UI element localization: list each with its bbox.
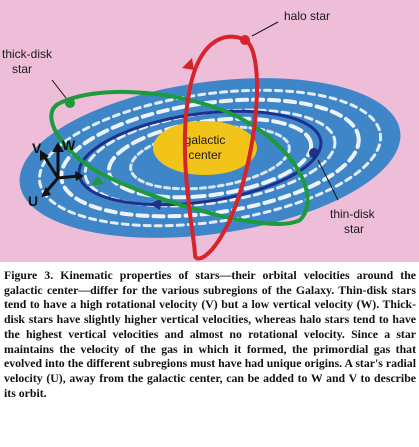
thin-disk-star-label-line2: star (344, 222, 364, 236)
thick-disk-star-label-line2: star (12, 62, 32, 76)
galactic-bulge (153, 121, 257, 175)
axis-v-label: V (32, 140, 42, 156)
figure-caption: Figure 3. Kinematic properties of stars—… (4, 268, 416, 400)
caption-label: Figure 3. (4, 268, 54, 282)
velocity-axes (40, 142, 84, 197)
halo-star (240, 35, 250, 45)
galaxy-kinematics-illustration: galactic center halo star thick-disk sta… (0, 0, 419, 262)
galactic-center-label-line2: center (188, 148, 221, 162)
thick-disk-star-label-line1: thick-disk (2, 47, 53, 61)
halo-star-label: halo star (284, 9, 330, 23)
thick-disk-orbit (49, 89, 310, 226)
thick-disk-star-leader-line (51, 79, 67, 99)
axis-u-label: U (28, 193, 38, 209)
halo-orbit (182, 34, 259, 261)
thin-disk-orbit-arrow (150, 198, 162, 210)
thick-disk-star (65, 98, 75, 108)
thin-disk-star-label-line1: thin-disk (330, 207, 376, 221)
galactic-center-label-line1: galactic (185, 133, 226, 147)
halo-orbit-arrow (182, 58, 194, 70)
halo-star-leader-line (251, 21, 279, 37)
thin-disk-star-leader-line (317, 159, 339, 201)
caption-text: Kinematic properties of stars—their orbi… (4, 268, 417, 400)
axis-w-label: W (62, 137, 76, 153)
thin-disk-star (309, 148, 319, 158)
thick-disk-orbit-arrow (90, 176, 104, 186)
